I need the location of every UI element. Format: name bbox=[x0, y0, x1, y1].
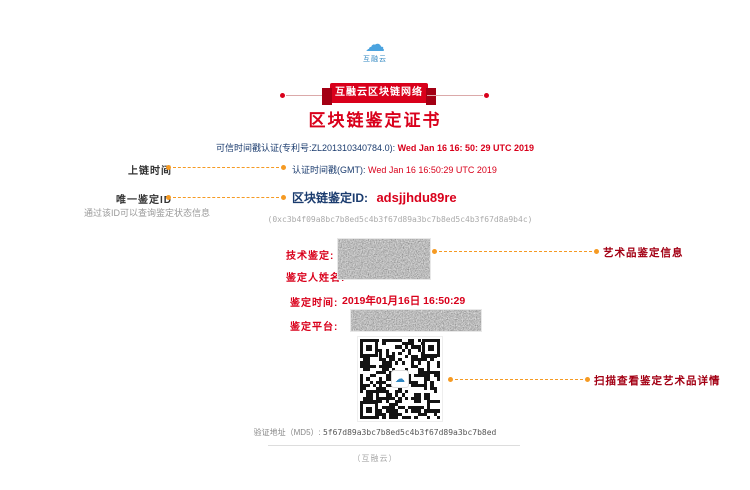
qr-scan-annotation: 扫描查看鉴定艺术品详情 bbox=[594, 375, 721, 387]
qr-finder-top-right bbox=[422, 339, 440, 357]
md5-label: 验证地址（MD5）: bbox=[253, 428, 321, 437]
chain-time-connector-line bbox=[173, 167, 279, 168]
footer-divider bbox=[268, 445, 520, 446]
field-value-time: 2019年01月16日 16:50:29 bbox=[342, 295, 466, 307]
qr-code: ☁ bbox=[357, 336, 443, 422]
footer-brand: （互融云） bbox=[352, 454, 398, 463]
patent-timestamp-line: 可信时间戳认证(专利号:ZL201310340784.0): Wed Jan 1… bbox=[0, 141, 750, 154]
brand-logo: ☁ 互融云 bbox=[352, 34, 398, 64]
unique-id-hint: 通过该ID可以查询鉴定状态信息 bbox=[84, 208, 211, 218]
chain-time-connector-dot-left bbox=[166, 165, 171, 170]
chain-time-connector-dot-right bbox=[281, 165, 286, 170]
qr-connector-dot-left bbox=[448, 377, 453, 382]
brand-logo-text: 互融云 bbox=[363, 56, 387, 63]
field-label-appraiser: 鉴定人姓名: bbox=[286, 273, 346, 284]
blockchain-id-line: 区块链鉴定ID: adsjjhdu89re bbox=[292, 189, 457, 207]
field-label-tech: 技术鉴定: bbox=[286, 251, 335, 262]
info-connector-dot-right bbox=[594, 249, 599, 254]
info-connector-dot-left bbox=[432, 249, 437, 254]
network-ribbon-label: 互融云区块链网络 bbox=[335, 87, 423, 98]
chain-time-value: 认证时间戳(GMT): Wed Jan 16 16:50:29 UTC 2019 bbox=[292, 163, 497, 176]
chain-time-value-prefix: 认证时间戳(GMT): bbox=[292, 165, 366, 175]
unique-id-label: 唯一鉴定ID bbox=[116, 195, 172, 206]
ribbon-left-dot bbox=[280, 93, 285, 98]
ribbon-left-line bbox=[286, 95, 332, 96]
qr-finder-bottom-left bbox=[360, 401, 378, 419]
patent-prefix: 可信时间戳认证(专利号:ZL201310340784.0): bbox=[216, 143, 396, 153]
patent-time: Wed Jan 16 16: 50: 29 UTC 2019 bbox=[397, 143, 534, 153]
chain-time-label: 上链时间 bbox=[128, 166, 172, 177]
network-ribbon: 互融云区块链网络 bbox=[322, 83, 436, 105]
info-connector-line bbox=[439, 251, 592, 252]
blockchain-hash: (0xc3b4f09a8bc7b8ed5c4b3f67d89a3bc7b8ed5… bbox=[267, 215, 533, 224]
masked-appraisal-image bbox=[337, 238, 431, 280]
md5-line: 验证地址（MD5）: 5f67d89a3bc7b8ed5c4b3f67d89a3… bbox=[0, 427, 750, 438]
blockchain-id-label: 区块链鉴定ID: bbox=[292, 191, 368, 205]
unique-id-connector-line bbox=[173, 197, 279, 198]
certificate-title: 区块链鉴定证书 bbox=[308, 111, 442, 130]
blockchain-id-value: adsjjhdu89re bbox=[376, 190, 457, 205]
qr-connector-line bbox=[455, 379, 583, 380]
artwork-info-annotation: 艺术品鉴定信息 bbox=[603, 247, 684, 259]
qr-connector-dot-right bbox=[585, 377, 590, 382]
qr-center-logo-icon: ☁ bbox=[391, 370, 409, 388]
qr-finder-top-left bbox=[360, 339, 378, 357]
field-label-time: 鉴定时间: bbox=[290, 298, 339, 309]
chain-time-value-time: Wed Jan 16 16:50:29 UTC 2019 bbox=[368, 165, 497, 175]
unique-id-connector-dot-left bbox=[166, 195, 171, 200]
cloud-logo-icon: ☁ bbox=[365, 34, 385, 56]
qr-modules bbox=[360, 339, 440, 419]
ribbon-right-dot bbox=[484, 93, 489, 98]
unique-id-connector-dot-right bbox=[281, 195, 286, 200]
masked-platform-image bbox=[350, 309, 482, 332]
ribbon-right-line bbox=[427, 95, 483, 96]
md5-value: 5f67d89a3bc7b8ed5c4b3f67d89a3bc7b8ed bbox=[322, 428, 497, 437]
field-label-platform: 鉴定平台: bbox=[290, 322, 339, 333]
